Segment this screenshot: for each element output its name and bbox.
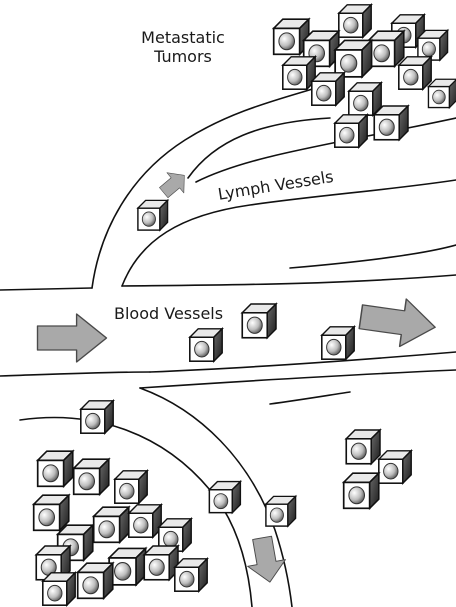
primary-tumor-cluster — [34, 451, 208, 605]
flow-arrow-icon — [243, 535, 289, 586]
tumor-cell-cube-icon — [312, 73, 344, 105]
secondary-tumor-cluster — [344, 430, 412, 508]
tumor-cell-cube-icon — [190, 329, 222, 361]
tumor-cell-cube-icon — [266, 496, 296, 526]
metastatic-label-line2: Tumors — [128, 47, 238, 66]
tumor-cell-cube-icon — [283, 57, 315, 89]
tumor-cell-cube-icon — [399, 57, 431, 89]
tumor-cell-cube-icon — [94, 507, 129, 542]
metastatic-tumors-label: Metastatic Tumors — [128, 28, 238, 66]
tumor-cell-cube-icon — [81, 401, 113, 433]
blood-vessel-wall — [290, 245, 456, 268]
tumor-cell-cube-icon — [369, 31, 404, 66]
tumor-cell-cube-icon — [349, 83, 381, 115]
flow-arrow-icon — [38, 314, 107, 362]
tumor-cell-cube-icon — [115, 471, 147, 503]
tumor-cell-cube-icon — [339, 5, 371, 37]
flow-arrow-icon — [155, 165, 193, 203]
tumor-cell-cube-icon — [335, 115, 367, 147]
tumor-cell-cube-icon — [379, 451, 411, 483]
tumor-cell-cube-icon — [129, 505, 161, 537]
tumor-cell-cube-icon — [335, 40, 371, 76]
tumor-cell-cube-icon — [138, 200, 168, 230]
blood-vessel-wall — [0, 372, 150, 376]
tumor-cell-cube-icon — [242, 304, 276, 338]
tumor-cell-cube-icon — [418, 30, 448, 60]
tumor-cell-cube-icon — [38, 451, 73, 486]
tumor-cell-cube-icon — [78, 563, 113, 598]
tumor-cell-cube-icon — [175, 559, 207, 591]
tumor-cell-cube-icon — [344, 473, 379, 508]
lymph-vessel-wall — [122, 180, 456, 286]
tumor-cell-cube-icon — [74, 459, 109, 494]
metastatic-tumor-cluster — [274, 5, 456, 147]
tumor-cell-cube-icon — [144, 546, 178, 580]
tumor-cell-cube-icon — [322, 327, 354, 359]
tumor-cell-cube-icon — [209, 482, 240, 513]
tumor-cell-cube-icon — [34, 495, 69, 530]
tumor-cell-cube-icon — [428, 79, 456, 107]
tumor-cell-cube-icon — [374, 106, 408, 140]
flow-arrow-icon — [358, 293, 439, 351]
vessel-wall — [270, 392, 350, 404]
blood-vessel-wall — [0, 288, 92, 290]
tumor-cell-cube-icon — [109, 548, 145, 584]
tumor-cell-cube-icon — [43, 573, 75, 605]
blood-vessel-wall — [140, 370, 456, 388]
blood-vessels-label: Blood Vessels — [114, 304, 223, 323]
tumor-cell-cube-icon — [346, 430, 380, 464]
blood-vessel-wall — [122, 275, 456, 286]
metastatic-label-line1: Metastatic — [128, 28, 238, 47]
